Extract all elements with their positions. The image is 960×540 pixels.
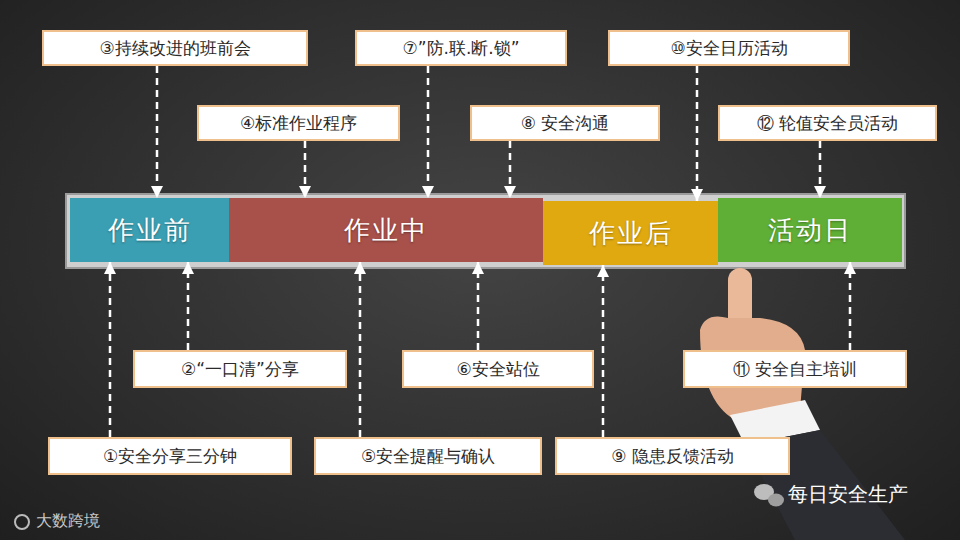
- watermark: 大数跨境: [36, 511, 100, 532]
- practice-box: ⑥安全站位: [402, 350, 594, 388]
- practice-name: ⑫ 轮值安全员活动: [757, 112, 898, 135]
- dashed-arrow: [304, 141, 307, 198]
- practice-name: ⑨ 隐患反馈活动: [611, 445, 734, 468]
- dashed-arrow: [156, 66, 159, 198]
- practice-box: ⑦”防.联.断.锁”: [355, 30, 567, 66]
- practice-box: ⑤安全提醒与确认: [314, 437, 542, 475]
- wechat-icon: [768, 494, 784, 507]
- practice-box: ⑫ 轮值安全员活动: [718, 105, 937, 141]
- phase-name: 作业后: [589, 216, 673, 251]
- practice-name: ①安全分享三分钟: [103, 445, 237, 468]
- dashed-arrow: [109, 262, 112, 437]
- practice-name: ⑪ 安全自主培训: [733, 358, 857, 381]
- practice-box: ⑨ 隐患反馈活动: [555, 437, 790, 475]
- dashed-arrow: [696, 66, 699, 201]
- dashed-arrow: [427, 66, 430, 198]
- practice-box: ④标准作业程序: [197, 105, 400, 141]
- phase-band: 作业中: [229, 198, 543, 262]
- practice-name: ⑧ 安全沟通: [521, 112, 610, 135]
- practice-name: ④标准作业程序: [240, 112, 357, 135]
- practice-name: ⑥安全站位: [456, 358, 539, 381]
- practice-name: ②“一口清”分享: [181, 358, 299, 381]
- dashed-arrow: [509, 141, 512, 198]
- phase-band: 作业后: [543, 201, 718, 265]
- practice-box: ⑪ 安全自主培训: [683, 350, 907, 388]
- dashed-arrow: [477, 262, 480, 350]
- practice-box: ③持续改进的班前会: [42, 30, 308, 66]
- phase-name: 活动日: [768, 213, 852, 248]
- practice-box: ⑧ 安全沟通: [470, 105, 660, 141]
- dashed-arrow: [819, 141, 822, 198]
- dashed-arrow: [602, 265, 605, 437]
- practice-name: ⑤安全提醒与确认: [361, 445, 495, 468]
- watermark: 每日安全生产: [788, 481, 908, 508]
- timeline-frame: [66, 194, 905, 268]
- dashed-arrow: [359, 262, 362, 437]
- practice-name: ⑦”防.联.断.锁”: [402, 37, 519, 60]
- phase-band: 作业前: [70, 198, 229, 262]
- practice-name: ⑩安全日历活动: [670, 37, 787, 60]
- dashed-arrow: [187, 262, 190, 350]
- practice-name: ③持续改进的班前会: [99, 37, 250, 60]
- phase-band: 活动日: [718, 198, 902, 262]
- logo-mark: [15, 515, 29, 529]
- phase-name: 作业中: [344, 213, 428, 248]
- phase-name: 作业前: [108, 213, 192, 248]
- dashed-arrow: [849, 262, 852, 350]
- practice-box: ⑩安全日历活动: [608, 30, 850, 66]
- practice-box: ①安全分享三分钟: [48, 437, 292, 475]
- practice-box: ②“一口清”分享: [133, 350, 347, 388]
